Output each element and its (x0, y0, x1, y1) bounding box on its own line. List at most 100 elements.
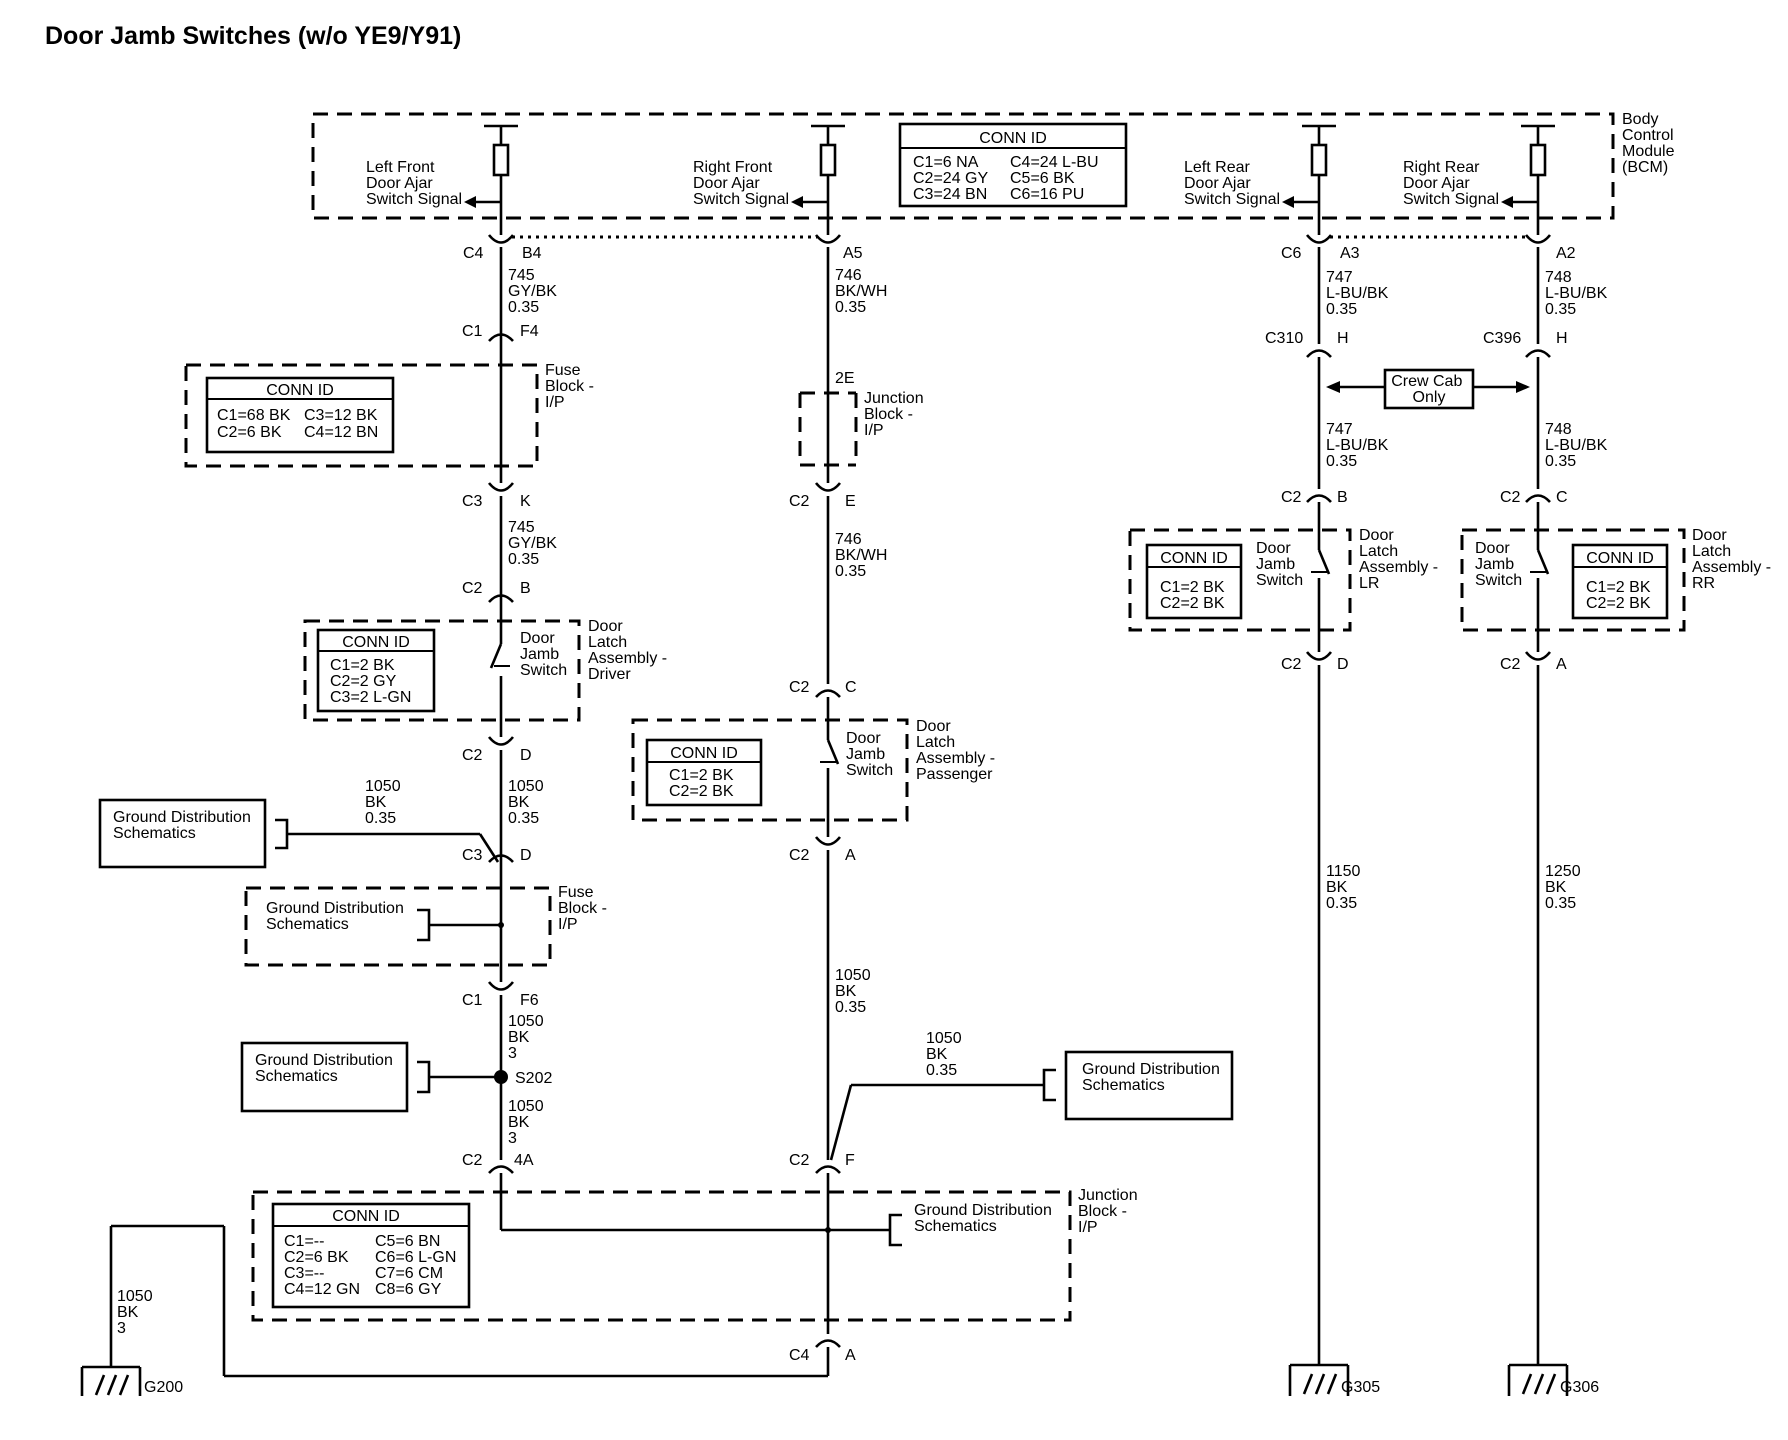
svg-text:C1=2 BK: C1=2 BK (1160, 579, 1225, 596)
lr-latch-label: Door Latch Assembly - LR (1359, 527, 1443, 592)
svg-text:CONN ID: CONN ID (266, 382, 334, 399)
svg-text:C2=6 BK: C2=6 BK (284, 1249, 349, 1266)
passenger-jamb-switch-label: Door Jamb Switch (846, 730, 893, 779)
door-latch-assembly-rr: CONN ID C1=2 BK C2=2 BK Door Jamb Switch… (1460, 527, 1771, 632)
connector-label: C2 (462, 580, 483, 597)
ground-label: G306 (1560, 1379, 1599, 1396)
body-control-module: Body Control Module (BCM) (311, 111, 1679, 235)
connector-label: C396 (1483, 330, 1521, 347)
svg-text:C3=--: C3=-- (284, 1265, 324, 1282)
svg-text:C4=24 L-BU: C4=24 L-BU (1010, 154, 1099, 171)
connector-label: C2 (789, 1152, 810, 1169)
connector-label: D (520, 747, 532, 764)
svg-text:C1=2 BK: C1=2 BK (1586, 579, 1651, 596)
connector-label: C2 (462, 1152, 483, 1169)
connector-label: C4 (789, 1347, 810, 1364)
connector-label: C2 (1281, 489, 1302, 506)
svg-text:C1=68 BK: C1=68 BK (217, 407, 291, 424)
connector-label: C1 (462, 992, 483, 1009)
svg-text:C2=6 BK: C2=6 BK (217, 424, 282, 441)
rr-signal-label: Right Rear Door Ajar Switch Signal (1403, 159, 1499, 208)
connector-label: C (1556, 489, 1568, 506)
connector-label: D (520, 847, 532, 864)
connector-label: C3 (462, 847, 483, 864)
connector-label: S202 (515, 1070, 552, 1087)
connector-label: B (1337, 489, 1348, 506)
rr-jamb-switch-label: Door Jamb Switch (1475, 540, 1522, 589)
svg-text:CONN ID: CONN ID (332, 1208, 400, 1225)
connector-label: C2 (462, 747, 483, 764)
fuse-block-ip-top: Fuse Block - I/P CONN ID C1=68 BK C3=12 … (184, 362, 598, 468)
svg-text:C3=2 L-GN: C3=2 L-GN (330, 689, 411, 706)
ground-g305: G305 (1288, 1363, 1380, 1396)
svg-text:C5=6 BK: C5=6 BK (1010, 170, 1075, 187)
svg-text:C3=24 BN: C3=24 BN (913, 186, 987, 203)
connector-label: B (520, 580, 531, 597)
svg-text:CONN ID: CONN ID (670, 745, 738, 762)
connector-label: C2 (1500, 489, 1521, 506)
svg-text:CONN ID: CONN ID (979, 130, 1047, 147)
connector-label: A (1556, 656, 1567, 673)
svg-text:C4=12 BN: C4=12 BN (304, 424, 378, 441)
connector-label: C1 (462, 323, 483, 340)
bcm-input-rr (1501, 124, 1555, 235)
bcm-conn-id-table: CONN ID C1=6 NA C4=24 L-BU C2=24 GY C5=6… (898, 122, 1128, 208)
svg-text:C8=6 GY: C8=6 GY (375, 1281, 442, 1298)
connector-label: C2 (789, 679, 810, 696)
connector-label: C (845, 679, 857, 696)
svg-text:C2=24 GY: C2=24 GY (913, 170, 988, 187)
diagram-title: Door Jamb Switches (w/o YE9/Y91) (45, 22, 461, 50)
ground-label: G305 (1341, 1379, 1380, 1396)
connector-label: C2 (1281, 656, 1302, 673)
svg-text:C4=12 GN: C4=12 GN (284, 1281, 360, 1298)
door-latch-assembly-lr: CONN ID C1=2 BK C2=2 BK Door Jamb Switch… (1128, 527, 1443, 632)
svg-text:CONN ID: CONN ID (1160, 550, 1228, 567)
ground-label: G200 (144, 1379, 183, 1396)
bcm-input-rf (791, 124, 845, 235)
connector-label: D (1337, 656, 1349, 673)
connector-label: C310 (1265, 330, 1303, 347)
svg-text:C2=2 BK: C2=2 BK (1160, 595, 1225, 612)
connector-label: K (520, 493, 531, 510)
connector-label: 2E (835, 370, 855, 387)
fuse-block-top-label: Fuse Block - I/P (545, 362, 598, 411)
bcm-name-label: Body Control Module (BCM) (1622, 111, 1679, 176)
fuse-block-ip-bottom: Fuse Block - I/P (244, 884, 607, 967)
junction-block-mid-label: Junction Block - I/P (864, 390, 928, 439)
connector-label: A (845, 1347, 856, 1364)
connector-label: C2 (789, 493, 810, 510)
connector-label: H (1556, 330, 1568, 347)
connector-label: E (845, 493, 856, 510)
svg-text:C1=2 BK: C1=2 BK (330, 657, 395, 674)
svg-text:C6=16 PU: C6=16 PU (1010, 186, 1084, 203)
svg-text:C2=2 GY: C2=2 GY (330, 673, 397, 690)
svg-text:C3=12 BK: C3=12 BK (304, 407, 378, 424)
rf-signal-label: Right Front Door Ajar Switch Signal (693, 159, 789, 208)
door-latch-assembly-passenger: CONN ID C1=2 BK C2=2 BK Door Jamb Switch… (631, 718, 995, 822)
connector-labels: C4 B4 A5 C6 A3 A2 C1 F4 2E C310 H C396 H… (462, 245, 1576, 1364)
connector-label: C6 (1281, 245, 1302, 262)
svg-text:C2=2 BK: C2=2 BK (1586, 595, 1651, 612)
connector-label: A2 (1556, 245, 1576, 262)
